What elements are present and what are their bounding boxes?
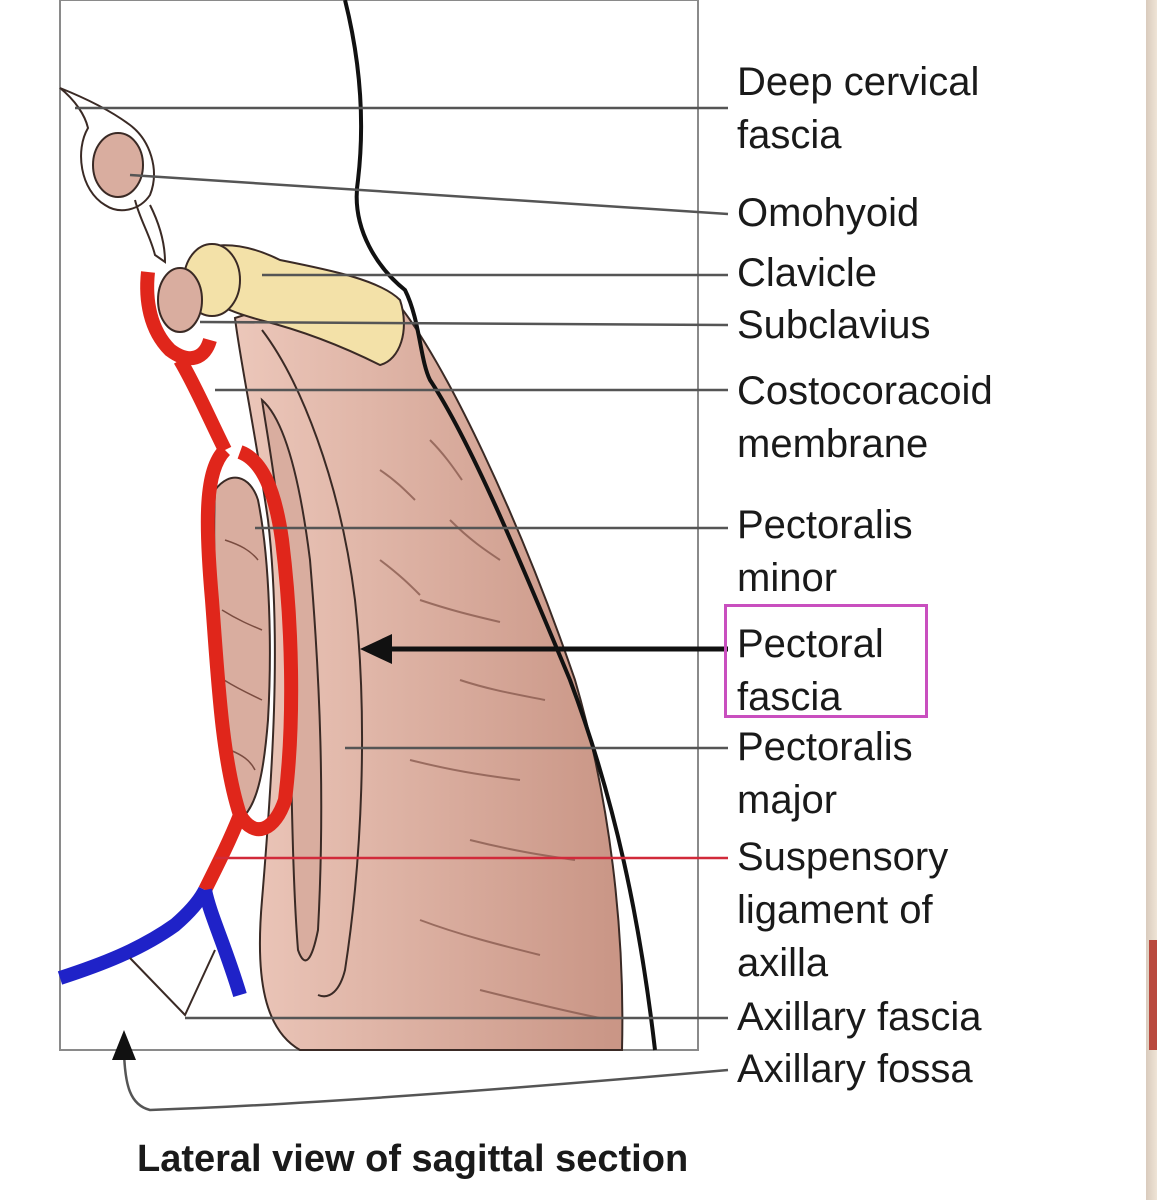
label-subclavius: Subclavius <box>737 299 930 352</box>
pectoral-fascia-arrowhead <box>360 634 392 664</box>
label-pectoral-fascia: Pectoral fascia <box>737 618 884 724</box>
axillary-fascia-shape <box>57 886 247 998</box>
label-axillary-fossa: Axillary fossa <box>737 1043 973 1096</box>
omohyoid-shape <box>92 132 144 198</box>
clavicle-shape <box>186 244 405 367</box>
pectoralis-major-fibers <box>379 439 601 1019</box>
label-line: fascia <box>737 675 842 719</box>
label-line: Pectoralis <box>737 503 913 547</box>
label-line: minor <box>737 556 838 600</box>
pectoral-fascia-highlight-box <box>724 604 928 718</box>
leader-axillary-fossa <box>122 1051 729 1112</box>
label-costocoracoid-membrane: Costocoracoid membrane <box>737 365 993 471</box>
label-line: axilla <box>737 941 829 985</box>
label-pectoralis-minor: Pectoralis minor <box>737 499 913 605</box>
label-deep-cervical-fascia: Deep cervical fascia <box>737 56 979 162</box>
label-suspensory-ligament: Suspensory ligament of axilla <box>737 831 948 990</box>
label-line: Pectoral <box>737 622 884 666</box>
label-line: Suspensory <box>737 835 949 879</box>
label-line: ligament of <box>737 888 933 932</box>
leader-lines <box>75 106 729 1112</box>
label-line: Pectoralis <box>737 725 913 769</box>
label-line: Deep cervical <box>737 60 980 104</box>
label-axillary-fascia: Axillary fascia <box>737 991 982 1044</box>
figure-caption: Lateral view of sagittal section <box>137 1138 689 1180</box>
pectoralis-minor-fibers <box>221 539 263 771</box>
label-line: Subclavius <box>737 303 931 347</box>
page-edge-mark <box>1149 940 1157 1050</box>
label-line: Clavicle <box>737 251 878 295</box>
subclavius-shape <box>157 267 203 333</box>
axillary-fossa-shape <box>129 949 216 1017</box>
label-line: Axillary fossa <box>737 1047 973 1091</box>
page-edge-decoration <box>1146 0 1157 1200</box>
label-line: major <box>737 778 838 822</box>
label-line: Costocoracoid <box>737 369 993 413</box>
leader-omohyoid <box>129 173 729 216</box>
label-omohyoid: Omohyoid <box>737 187 919 240</box>
pectoral-fascia-layer <box>261 329 364 998</box>
skin-outline <box>343 0 657 1051</box>
leader-subclavius <box>199 320 729 327</box>
label-line: fascia <box>737 113 842 157</box>
label-line: Omohyoid <box>737 191 920 235</box>
label-line: membrane <box>737 422 929 466</box>
label-clavicle: Clavicle <box>737 247 877 300</box>
axillary-fossa-arrowhead <box>112 1030 136 1060</box>
clavipectoral-fascia <box>140 271 299 894</box>
label-line: Axillary fascia <box>737 995 982 1039</box>
label-pectoralis-major: Pectoralis major <box>737 721 913 827</box>
deep-cervical-fascia-lower <box>134 199 167 264</box>
